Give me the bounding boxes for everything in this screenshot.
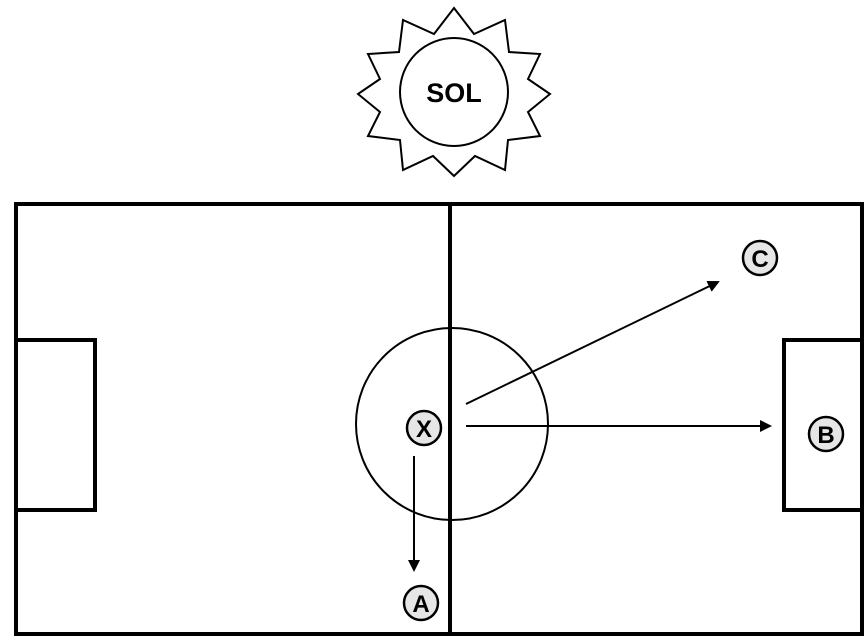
marker-b-circle (807, 415, 845, 453)
marker-a: A (402, 584, 440, 622)
sun-label: SOL (426, 78, 482, 108)
marker-x-circle (405, 409, 443, 447)
marker-x: X (405, 409, 443, 447)
marker-x-label: X (416, 416, 432, 443)
marker-c-label: C (751, 246, 768, 273)
marker-b: B (807, 415, 845, 453)
marker-a-label: A (412, 591, 429, 618)
sun-icon: SOL (356, 6, 552, 178)
marker-c: C (741, 239, 779, 277)
left-penalty-box (14, 338, 97, 512)
marker-a-circle (402, 584, 440, 622)
center-circle (355, 327, 549, 521)
pass-arrows (408, 280, 772, 572)
arrow-to-c (465, 280, 720, 405)
sun-disc (399, 37, 509, 147)
marker-c-circle (741, 239, 779, 277)
marker-b-label: B (817, 422, 834, 449)
right-penalty-box (782, 338, 864, 512)
